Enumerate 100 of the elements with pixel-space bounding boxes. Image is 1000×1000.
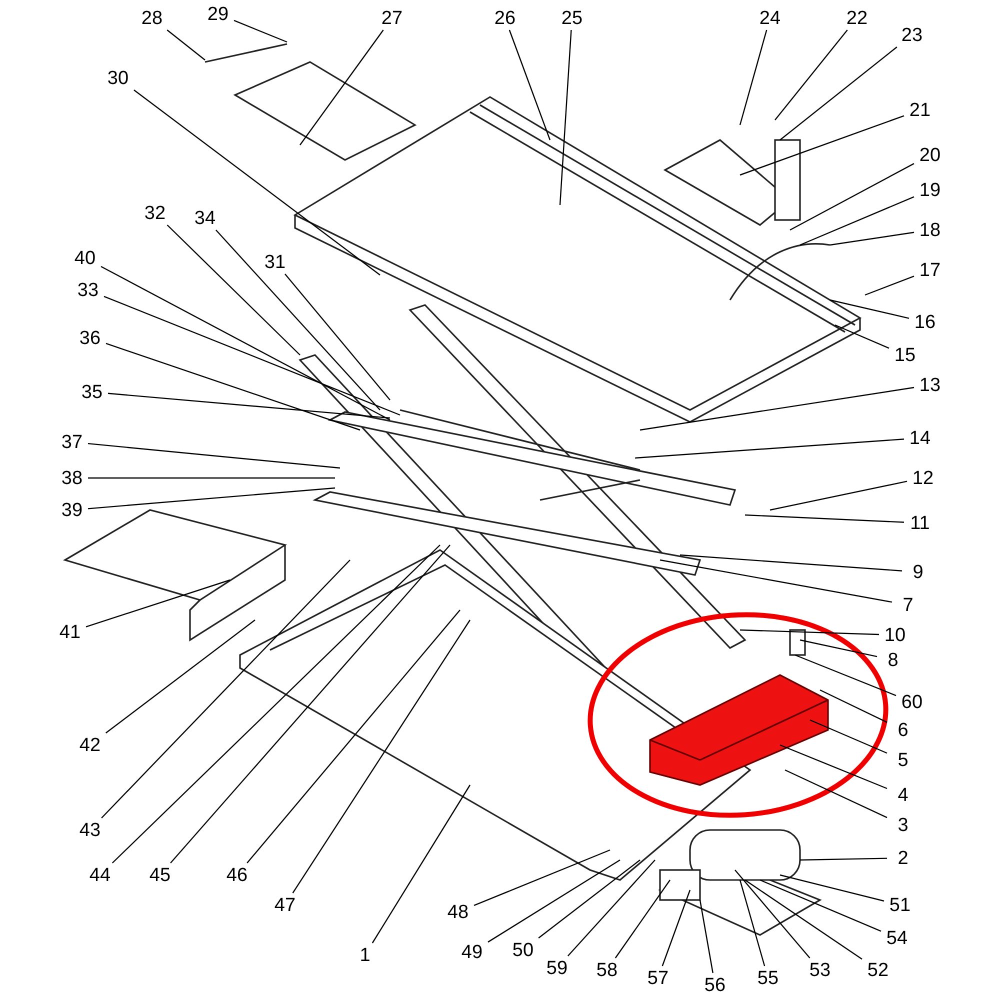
callout-number: 43 — [79, 820, 101, 840]
callout-number: 58 — [596, 960, 618, 980]
leader-line — [106, 342, 360, 431]
leader-line — [474, 849, 610, 906]
leader-line — [292, 620, 470, 894]
callout-number: 3 — [898, 816, 908, 834]
callout-number: 19 — [919, 180, 941, 200]
leader-line — [105, 620, 256, 734]
leader-line — [820, 689, 888, 723]
callout-number: 37 — [61, 432, 83, 452]
callout-number: 51 — [889, 896, 911, 914]
leader-line — [170, 544, 450, 864]
leader-line — [488, 860, 620, 943]
callout-number: 18 — [919, 220, 941, 240]
leader-line — [660, 559, 892, 603]
callout-number: 25 — [561, 8, 583, 28]
leader-line — [559, 30, 572, 206]
leader-line — [101, 560, 350, 818]
callout-number: 49 — [461, 942, 483, 962]
leader-line — [680, 554, 902, 572]
callout-number: 36 — [79, 328, 101, 348]
callout-number: 10 — [884, 626, 906, 644]
leader-line — [739, 880, 766, 966]
callout-number: 39 — [61, 500, 83, 520]
callout-number: 52 — [867, 960, 889, 980]
leader-line — [284, 274, 390, 400]
leader-line — [538, 860, 640, 938]
callout-number: 54 — [886, 928, 908, 948]
leader-line — [88, 442, 340, 469]
leader-line — [108, 392, 390, 419]
leader-line — [830, 232, 914, 246]
leader-line — [780, 874, 884, 902]
leader-line — [744, 514, 904, 523]
leader-line — [864, 276, 914, 296]
leader-line — [784, 769, 888, 818]
callout-number: 34 — [194, 208, 216, 228]
callout-number: 38 — [61, 468, 83, 488]
callout-number: 31 — [264, 252, 286, 272]
leader-line — [640, 386, 914, 431]
callout-number: 35 — [81, 382, 103, 402]
callout-number: 59 — [546, 958, 568, 978]
callout-number: 30 — [107, 68, 129, 88]
callout-number: 5 — [898, 750, 908, 770]
leader-line — [246, 610, 460, 864]
callout-number: 33 — [77, 280, 99, 300]
leader-line — [734, 870, 810, 958]
callout-number: 55 — [757, 968, 779, 988]
leader-line — [634, 438, 904, 459]
callout-number: 13 — [919, 376, 941, 394]
callout-number: 15 — [894, 346, 916, 364]
leader-line — [739, 30, 768, 126]
leader-line — [780, 46, 898, 140]
leader-line — [790, 163, 914, 231]
leader-line — [234, 20, 288, 43]
callout-number: 60 — [901, 692, 923, 712]
leader-line — [508, 30, 551, 140]
leader-line — [166, 30, 206, 60]
leader-line — [800, 639, 878, 658]
leader-line — [134, 90, 380, 276]
callout-number: 20 — [919, 146, 941, 164]
callout-number: 29 — [207, 4, 229, 24]
callout-number: 6 — [898, 720, 908, 740]
callout-number: 32 — [144, 204, 166, 222]
leader-line — [86, 579, 230, 628]
leader-line — [760, 879, 882, 932]
leader-line — [88, 477, 335, 479]
leader-line — [774, 30, 848, 120]
leader-line — [300, 30, 384, 146]
callout-number: 23 — [901, 26, 923, 44]
callout-number: 9 — [912, 562, 924, 582]
leader-line — [800, 196, 914, 246]
leader-line — [770, 480, 908, 511]
callout-number: 48 — [447, 902, 469, 922]
callout-number: 53 — [809, 960, 831, 980]
leader-line — [830, 299, 910, 319]
leader-line — [112, 544, 440, 864]
callout-number: 8 — [888, 650, 898, 670]
leader-line — [372, 784, 471, 944]
leader-line — [699, 900, 714, 974]
leader-line — [740, 115, 904, 176]
callout-number: 16 — [914, 312, 936, 332]
leader-line — [800, 858, 888, 861]
callout-number: 46 — [226, 866, 248, 884]
leader-line — [834, 324, 890, 349]
leader-line — [88, 487, 336, 510]
callout-number: 57 — [647, 968, 669, 988]
leader-line — [166, 224, 300, 356]
callout-number: 56 — [704, 976, 726, 994]
leader-line — [614, 880, 670, 958]
callout-number: 45 — [149, 866, 171, 884]
leader-line — [740, 629, 880, 636]
leader-line — [780, 744, 888, 790]
callout-number: 50 — [512, 940, 534, 960]
leader-line — [662, 890, 691, 966]
callout-number: 40 — [74, 248, 96, 268]
leader-line — [744, 880, 862, 960]
leader-line — [104, 296, 400, 416]
callout-number: 26 — [494, 8, 516, 28]
leader-line — [567, 860, 656, 956]
callout-number: 28 — [141, 8, 163, 28]
